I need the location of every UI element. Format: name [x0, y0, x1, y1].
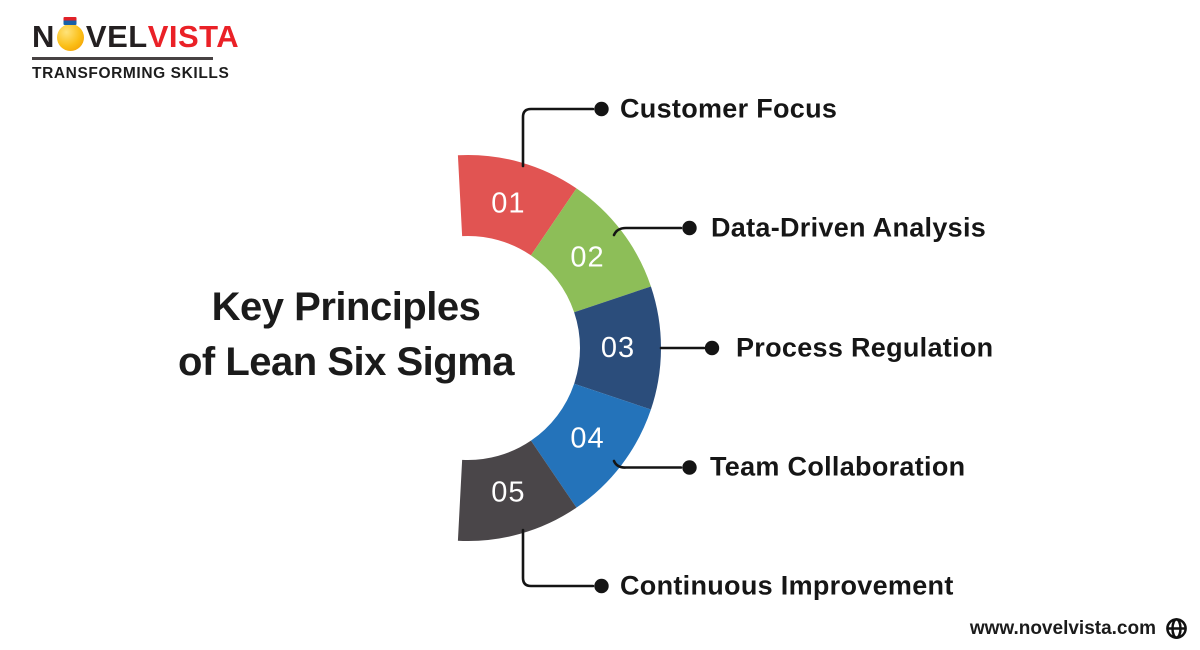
- segment-arc-01: [457, 154, 577, 256]
- segment-arc-02: [530, 188, 651, 313]
- principle-label-continuous-improvement: Continuous Improvement: [620, 570, 954, 601]
- segment-number-04: 04: [570, 423, 604, 455]
- principle-label-customer-focus: Customer Focus: [620, 93, 838, 124]
- page-title: Key Principles of Lean Six Sigma: [150, 280, 542, 390]
- connector-dot-02: [682, 220, 697, 236]
- connector-dot-01: [594, 101, 609, 117]
- logo-text-vista: VISTA: [147, 19, 240, 54]
- segment-number-01: 01: [491, 188, 525, 220]
- segment-number-03: 03: [601, 332, 635, 364]
- segment-arc-04: [530, 383, 651, 508]
- segment-arc-05: [457, 440, 577, 542]
- logo-text-n: N: [32, 19, 55, 54]
- connector-line-02: [612, 226, 683, 237]
- logo-bulb-topper-icon: [63, 16, 77, 25]
- globe-icon: [1165, 617, 1188, 640]
- connector-line-01: [521, 107, 595, 168]
- logo-text-vel: VEL: [85, 19, 148, 54]
- logo-bulb-icon: [56, 16, 84, 51]
- segment-number-05: 05: [491, 476, 525, 508]
- website-url: www.novelvista.com: [969, 617, 1156, 639]
- footer: www.novelvista.com: [970, 617, 1188, 640]
- principle-label-data-driven-analysis: Data-Driven Analysis: [711, 212, 987, 243]
- connector-dot-04: [682, 460, 697, 475]
- connector-dot-05: [594, 578, 609, 594]
- connector-dot-03: [704, 340, 720, 356]
- segment-number-02: 02: [570, 241, 604, 273]
- connector-line-04: [612, 459, 683, 469]
- page-title-line1: Key Principles: [211, 285, 481, 329]
- logo-divider: [32, 57, 213, 60]
- segment-arc-03: [574, 286, 662, 410]
- principle-label-team-collaboration: Team Collaboration: [710, 451, 966, 482]
- logo-tagline: TRANSFORMING SKILLS: [32, 64, 230, 82]
- page-title-line2: of Lean Six Sigma: [177, 340, 515, 384]
- connector-line-05: [521, 528, 595, 588]
- principle-label-process-regulation: Process Regulation: [736, 332, 994, 363]
